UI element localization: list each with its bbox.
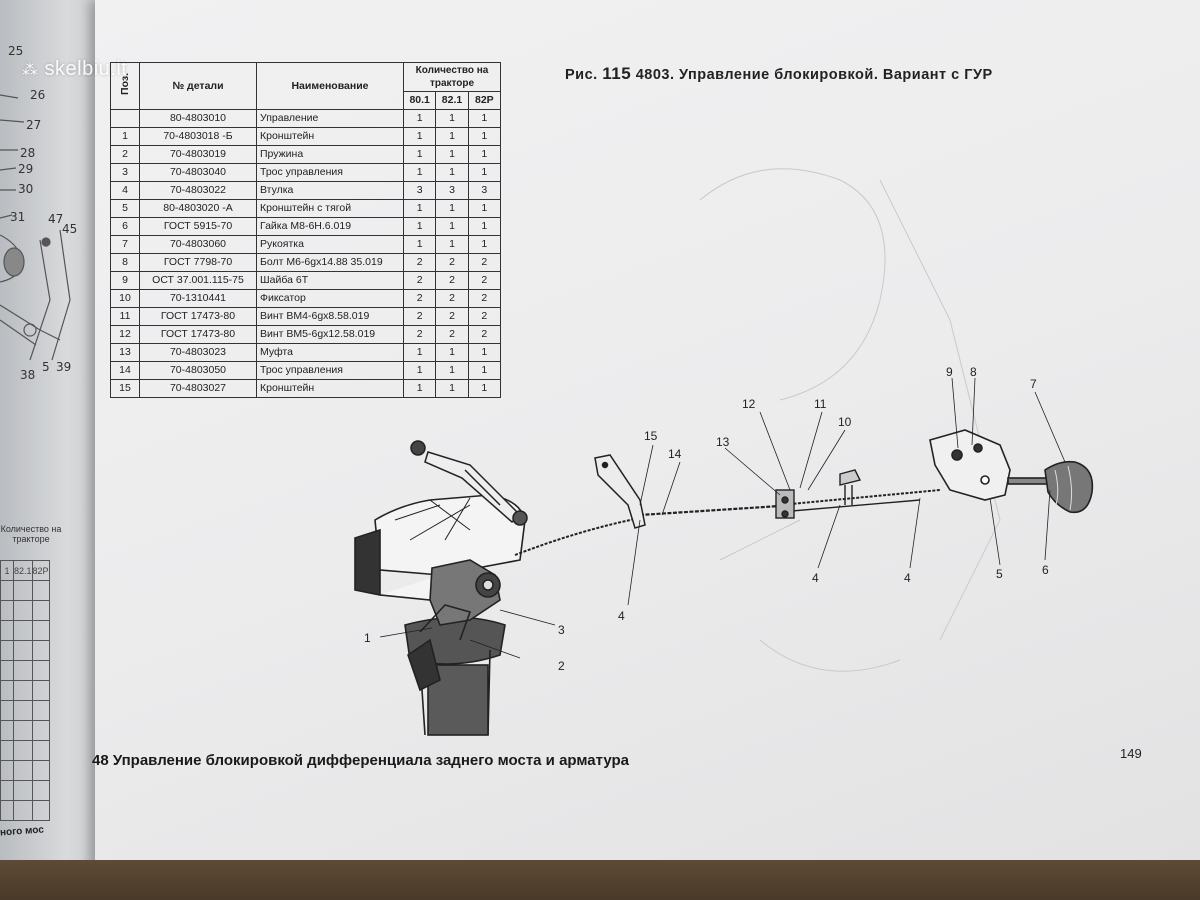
callout-6: 6 xyxy=(1042,563,1049,577)
cell-part-no: 70-4803022 xyxy=(139,181,257,200)
header-qty-group: Количество на тракторе xyxy=(403,62,501,92)
left-callout: 30 xyxy=(18,182,34,196)
callout-8: 8 xyxy=(970,365,977,379)
cell-part-no: 70-4803019 xyxy=(139,145,257,164)
callout-15: 15 xyxy=(644,429,658,443)
cell-part-no: 70-1310441 xyxy=(139,289,257,308)
cell-part-no: ГОСТ 5915-70 xyxy=(139,217,257,236)
figure-title: Рис. 115 4803. Управление блокировкой. В… xyxy=(565,64,993,84)
callout-3: 3 xyxy=(558,623,565,637)
cell-part-no: ГОСТ 7798-70 xyxy=(139,253,257,272)
section-title: 48 Управление блокировкой дифференциала … xyxy=(92,752,629,769)
callout-9: 9 xyxy=(946,365,953,379)
left-callout: 27 xyxy=(26,118,42,132)
left-callout: 5 xyxy=(42,360,50,374)
callout-10: 10 xyxy=(838,415,852,429)
bracket-15 xyxy=(594,454,646,529)
callout-4: 4 xyxy=(618,609,625,623)
cell-part-no: 70-4803027 xyxy=(139,379,257,398)
callout-5: 5 xyxy=(996,567,1003,581)
callout-13: 13 xyxy=(716,435,730,449)
left-page-drawing xyxy=(0,94,71,361)
left-table-header: Количество на тракторе xyxy=(0,524,62,544)
page-number: 149 xyxy=(1120,746,1142,761)
left-callout: 45 xyxy=(62,222,78,236)
cables xyxy=(514,489,941,556)
header-name: Наименование xyxy=(256,62,404,110)
left-callout: 31 xyxy=(10,210,26,224)
table-surface xyxy=(0,860,1200,900)
callout-14: 14 xyxy=(668,447,682,461)
left-callout: 38 xyxy=(20,368,36,382)
cell-name: Кронштейн с тягой xyxy=(256,199,404,218)
left-callout: 29 xyxy=(18,162,34,176)
callout-7: 7 xyxy=(1030,377,1037,391)
lever-arm xyxy=(410,440,528,526)
cell-part-no: 80-4803010 xyxy=(139,109,257,128)
callout-1: 1 xyxy=(364,631,371,645)
differential-housing xyxy=(354,494,526,736)
parts-table: Поз. № детали Наименование Количество на… xyxy=(110,62,502,398)
callout-4: 4 xyxy=(904,571,911,585)
coupling-13 xyxy=(775,469,862,519)
callout-11: 11 xyxy=(814,397,827,411)
figure-prefix: Рис. xyxy=(565,67,598,83)
left-callout: 26 xyxy=(30,88,46,102)
handle-7 xyxy=(1044,460,1094,514)
figure-number: 115 xyxy=(602,64,632,83)
watermark: ⁂ skelbiu.lt xyxy=(22,58,127,81)
left-page-table: 1 82.1 82Р xyxy=(0,560,50,821)
callout-12: 12 xyxy=(742,397,756,411)
cell-name: Винт ВМ5-6gх12.58.019 xyxy=(256,325,404,344)
cell-qty: 1 xyxy=(402,379,437,398)
callout-labels: 1 2 3 4 4 4 5 6 7 8 9 10 11 12 13 14 15 xyxy=(364,365,1049,673)
bracket-5 xyxy=(929,429,1049,501)
cell-name: Рукоятка xyxy=(256,235,404,254)
left-callout: 47 xyxy=(48,212,64,226)
left-callout: 28 xyxy=(20,146,36,160)
cell-name: Гайка М8-6Н.6.019 xyxy=(256,217,404,236)
left-table-col: 82Р xyxy=(31,560,50,581)
leader-lines xyxy=(379,377,1066,659)
left-callout: 39 xyxy=(56,360,72,374)
cell-name: Кронштейн xyxy=(256,379,404,398)
callout-4: 4 xyxy=(812,571,819,585)
watermark-text: skelbiu.lt xyxy=(44,58,128,80)
watermark-logo-icon: ⁂ xyxy=(22,62,39,79)
left-callout: 25 xyxy=(8,44,24,58)
cell-qty: 1 xyxy=(467,379,502,398)
callout-2: 2 xyxy=(558,659,565,673)
figure-caption: 4803. Управление блокировкой. Вариант с … xyxy=(635,67,993,83)
ghost-drawing xyxy=(699,168,1001,672)
